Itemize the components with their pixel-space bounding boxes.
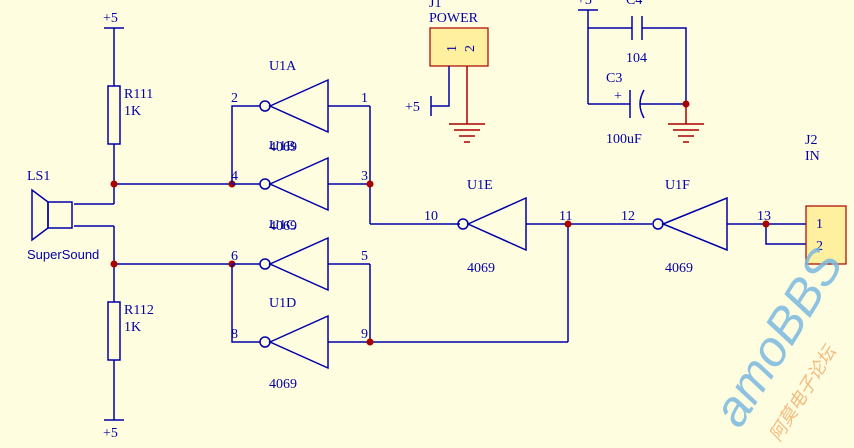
connector-j2: 1 2 J2 IN (805, 133, 847, 265)
u1a-ref: U1A (269, 59, 297, 74)
r112-value: 1K (124, 320, 141, 335)
u1b-pin-in: 4 (231, 169, 238, 184)
resistor-r112: R112 1K (107, 301, 154, 361)
power-symbol-c4: +5 (577, 0, 598, 11)
c3-value: 100uF (606, 132, 642, 147)
power-label-j1: +5 (405, 100, 420, 115)
u1f-pin-out: 13 (757, 209, 771, 224)
u1d-pin-out: 9 (361, 327, 368, 342)
speaker-ls1: LS1 SuperSound (27, 169, 99, 262)
c3-plus: + (614, 89, 622, 104)
u1c-pin-in: 6 (231, 249, 238, 264)
ls1-value: SuperSound (27, 247, 99, 262)
u1f-part: 4069 (665, 261, 693, 276)
ground-symbol-c3 (668, 123, 704, 143)
u1c-ref: U1C (269, 218, 295, 233)
j2-pin2: 2 (816, 239, 823, 254)
r112-ref: R112 (124, 303, 154, 318)
ls1-ref: LS1 (27, 169, 50, 184)
u1b-pin-out: 3 (361, 169, 368, 184)
junction (564, 220, 572, 228)
u1f-ref: U1F (665, 178, 690, 193)
gate-u1f: U1F 4069 12 13 (621, 178, 806, 276)
u1a-pin-in: 2 (231, 91, 238, 106)
gate-u1a: U1A 2 1 (231, 59, 370, 134)
junction (366, 180, 374, 188)
u1c-pin-out: 5 (361, 249, 368, 264)
gate-u1e: U1E 4069 10 11 (424, 178, 652, 276)
j2-name: IN (805, 149, 820, 164)
capacitor-c3: + C3 100uF (606, 71, 645, 147)
u1d-pin-in: 8 (231, 327, 238, 342)
capacitor-c4: C4 104 (626, 0, 647, 66)
u1e-ref: U1E (467, 178, 493, 193)
r111-ref: R111 (124, 87, 153, 102)
u1e-pin-in: 10 (424, 209, 438, 224)
u1c-part: 4069 (269, 219, 297, 234)
c3-ref: C3 (606, 71, 622, 86)
power-label-bottom: +5 (103, 426, 118, 441)
junction (110, 260, 118, 268)
ground-symbol-j1 (449, 123, 485, 143)
u1f-pin-in: 12 (621, 209, 635, 224)
junction (110, 180, 118, 188)
u1e-part: 4069 (467, 261, 495, 276)
c4-value: 104 (626, 51, 647, 66)
j1-pin1: 1 (445, 45, 460, 52)
junction (762, 220, 770, 228)
gate-u1c: U1C 4069 6 5 (231, 218, 370, 292)
c4-ref: C4 (626, 0, 642, 8)
u1a-pin-out: 1 (361, 91, 368, 106)
j1-ref: J1 (429, 0, 441, 11)
u1d-ref: U1D (269, 296, 296, 311)
u1b-part: 4069 (269, 140, 297, 155)
j1-pin2: 2 (463, 45, 478, 52)
power-symbol-bottom: +5 (103, 419, 124, 441)
j2-ref: J2 (805, 133, 817, 148)
u1e-pin-out: 11 (559, 209, 572, 224)
u1b-ref: U1B (269, 139, 295, 154)
j2-pin1: 1 (816, 217, 823, 232)
gate-u1b: U1B 4069 4 3 (231, 139, 370, 212)
gate-u1d: U1D 4069 8 9 (231, 296, 370, 392)
r111-value: 1K (124, 104, 141, 119)
resistor-r111: R111 1K (107, 85, 153, 145)
u1d-part: 4069 (269, 377, 297, 392)
power-symbol-top: +5 (103, 11, 124, 29)
watermark-brand: amoBBS (702, 239, 854, 436)
watermark: amoBBS 阿莫电子论坛 (702, 239, 854, 445)
j1-name: POWER (429, 11, 479, 26)
junction (366, 338, 374, 346)
connector-j1: 1 2 J1 POWER (429, 0, 489, 67)
power-label-top: +5 (103, 11, 118, 26)
power-label-c4: +5 (577, 0, 592, 8)
